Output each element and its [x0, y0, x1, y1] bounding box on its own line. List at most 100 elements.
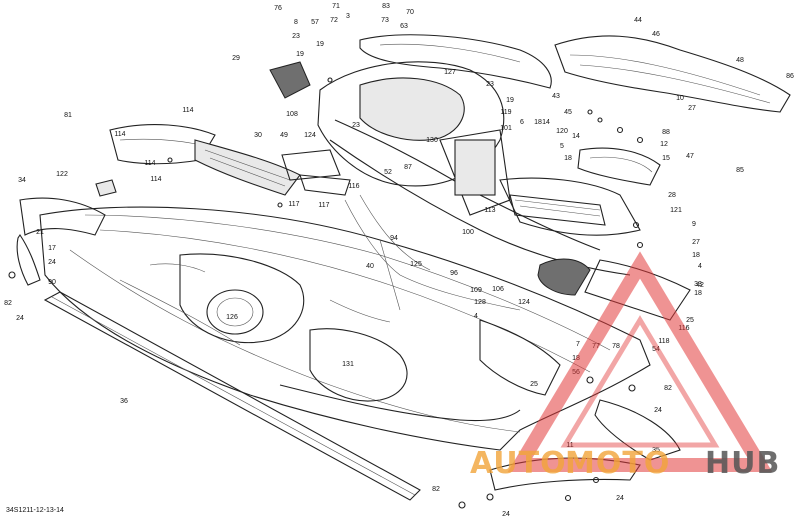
callout-label: 24 [16, 315, 24, 322]
fasteners [8, 77, 644, 509]
callout-label: 130 [426, 137, 438, 144]
cable-runs [344, 194, 521, 311]
callout-label: 6 [520, 119, 524, 126]
callout-label: 4 [698, 263, 702, 270]
watermark-word-moto: MOTO [565, 446, 670, 481]
callout-label: 85 [736, 167, 744, 174]
callout-label: 8 [294, 19, 298, 26]
callout-label: 25 [686, 317, 694, 324]
watermark-word-auto: AUTO [470, 446, 567, 481]
callout-label: 21 [36, 229, 44, 236]
callout-label: 27 [692, 239, 700, 246]
callout-label: 63 [400, 23, 408, 30]
callout-label: 114 [144, 160, 155, 167]
callout-label: 100 [462, 229, 474, 236]
callout-label: 128 [474, 299, 486, 306]
callout-label: 35 [652, 447, 660, 454]
callout-label: 72 [330, 17, 338, 24]
callout-label: 14 [572, 133, 580, 140]
callout-label: 57 [311, 19, 319, 26]
callout-label: 54 [652, 346, 660, 353]
callout-label: 10 [676, 95, 684, 102]
callout-label: 88 [662, 129, 670, 136]
callout-label: 126 [226, 314, 238, 321]
callout-label: 108 [286, 111, 298, 118]
callout-label: 96 [450, 270, 458, 277]
left-side-panels [16, 124, 351, 286]
callout-label: 124 [518, 299, 530, 306]
callout-label: 78 [612, 343, 620, 350]
callout-label: 82 [432, 486, 440, 493]
callout-label: 114 [114, 131, 125, 138]
upper-deck [317, 61, 641, 276]
callout-label: 18 [692, 252, 700, 259]
callout-label: 25 [530, 381, 538, 388]
callout-label: 4 [474, 313, 478, 320]
callout-label: 44 [634, 17, 642, 24]
callout-label: 127 [444, 69, 456, 76]
callout-label: 23 [352, 122, 360, 129]
callout-label: 11 [566, 442, 573, 449]
callout-label: 113 [484, 207, 495, 214]
callout-label: 117 [288, 201, 299, 208]
callout-label: 76 [274, 5, 282, 12]
callout-label: 7 [576, 341, 580, 348]
callout-label: 122 [56, 171, 68, 178]
callout-label: 42 [696, 282, 704, 289]
callout-label: 30 [254, 132, 262, 139]
callout-label: 87 [404, 164, 412, 171]
callout-label: 5 [560, 143, 564, 150]
diagram-reference-code: 34S1211-12-13-14 [6, 507, 64, 514]
callout-label: 114 [182, 107, 193, 114]
callout-label: 17 [48, 245, 56, 252]
callout-label: 81 [64, 112, 72, 119]
callout-label: 33 [694, 281, 702, 288]
callout-label: 124 [304, 132, 316, 139]
callout-label: 49 [280, 132, 288, 139]
callout-label: 24 [502, 511, 510, 518]
watermark-word-hub: HUB [705, 446, 780, 481]
callout-label: 125 [410, 261, 422, 268]
callout-label: 52 [384, 169, 392, 176]
callout-label: 118 [658, 338, 669, 345]
callout-label: 47 [686, 153, 694, 160]
watermark-triangle-logo [507, 251, 773, 472]
callout-label: 18 [564, 155, 572, 162]
callout-label: 82 [664, 385, 672, 392]
callout-label: 28 [668, 192, 676, 199]
callout-label: 27 [688, 105, 696, 112]
automotohub-watermark: AUTO MOTO HUB [470, 251, 780, 481]
hull-body [39, 206, 651, 451]
callout-label: 43 [552, 93, 560, 100]
callout-label: 106 [492, 286, 504, 293]
callout-label: 40 [366, 263, 374, 270]
callout-label: 19 [296, 51, 304, 58]
callout-label: 109 [470, 287, 482, 294]
callout-label: 14 [542, 119, 550, 126]
callout-label: 131 [342, 361, 354, 368]
hood-assembly [269, 34, 552, 99]
callout-label: 34 [18, 177, 26, 184]
callout-label: 120 [556, 128, 568, 135]
callout-label: 15 [662, 155, 670, 162]
callout-label: 116 [348, 183, 359, 190]
callout-label: 82 [4, 300, 12, 307]
callout-label: 29 [232, 55, 240, 62]
callout-label: 48 [736, 57, 744, 64]
rear-platform [489, 147, 691, 491]
callout-label: 114 [150, 176, 161, 183]
rub-rail [43, 291, 421, 501]
callout-label: 70 [406, 9, 414, 16]
callout-label: 45 [564, 109, 572, 116]
callout-label: 12 [660, 141, 668, 148]
callout-label: 83 [382, 3, 390, 10]
callout-label: 73 [381, 17, 389, 24]
callout-label: 23 [292, 33, 300, 40]
callout-label: 18 [694, 290, 702, 297]
callout-label: 46 [652, 31, 660, 38]
callout-label: 94 [390, 235, 398, 242]
callout-label: 24 [654, 407, 662, 414]
callout-label: 24 [616, 495, 624, 502]
